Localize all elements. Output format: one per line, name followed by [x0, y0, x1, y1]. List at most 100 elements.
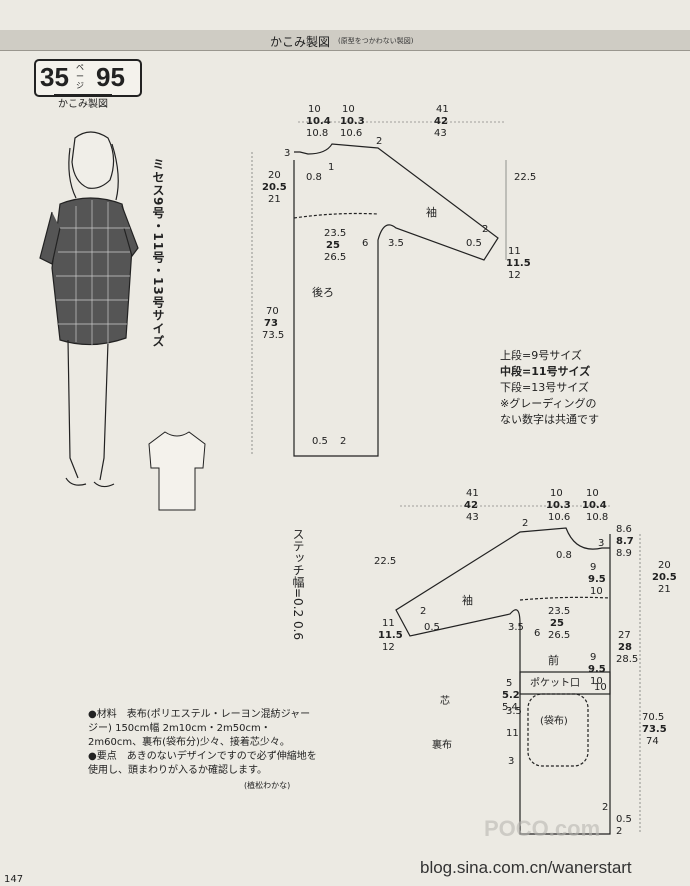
front-dim-3b: 3	[508, 756, 514, 767]
front-sleeve-width-l: 43	[466, 512, 479, 523]
front-neck-width-m: 10.4	[582, 500, 607, 511]
back-length-l: 73.5	[262, 330, 284, 341]
front-yoke-l: 10	[590, 586, 603, 597]
back-dim-1: 1	[328, 162, 334, 173]
front-yoke2-l: 10	[590, 676, 603, 687]
legend-line-size9: 上段=9号サイズ	[500, 349, 582, 362]
back-shoulder-width-s: 10	[342, 104, 355, 115]
front-armhole-s: 20	[658, 560, 671, 571]
front-sleeve-label: 袖	[462, 593, 473, 607]
legend-note-2: ない数字は共通です	[500, 413, 599, 426]
back-dim-3: 3	[284, 148, 290, 159]
front-side-s: 27	[618, 630, 631, 641]
front-dim-3: 3	[598, 538, 604, 549]
page-reference-label: かこみ製図	[54, 94, 112, 110]
header-title: かこみ製図	[270, 35, 331, 49]
back-sleeve-width-s: 41	[436, 104, 449, 115]
front-sleeve-width-m: 42	[464, 500, 478, 511]
front-neck-depth-s: 8.6	[616, 524, 632, 535]
back-length-m: 73	[264, 318, 278, 329]
front-dim-hem-2: 2	[602, 802, 608, 813]
blog-watermark: blog.sina.com.cn/wanerstart	[420, 858, 632, 877]
front-pocket-l: 5.4	[502, 702, 518, 713]
front-shoulder-width-m: 10.3	[546, 500, 571, 511]
front-cuff-m: 11.5	[378, 630, 403, 641]
size-legend: 上段=9号サイズ 中段=11号サイズ 下段=13号サイズ ※グレーディングの な…	[500, 348, 599, 428]
front-dim-11: 11	[506, 728, 519, 739]
poco-watermark: POCO.com	[484, 816, 601, 841]
front-yoke-m: 9.5	[588, 574, 606, 585]
front-side-l: 28.5	[616, 654, 638, 665]
front-dim-2b: 2	[420, 606, 426, 617]
front-pattern-outline	[395, 527, 611, 835]
front-shoulder-width-l: 10.6	[548, 512, 570, 523]
back-dim-hem-2: 2	[340, 436, 346, 447]
front-cuff-s: 11	[382, 618, 395, 629]
front-armhole-m: 20.5	[652, 572, 677, 583]
back-cuff-m: 11.5	[506, 258, 531, 269]
stitch-width-label: ステッチ幅=0.2 0.6	[291, 528, 305, 641]
back-cuff-l: 12	[508, 270, 521, 281]
front-dim-0-5: 0.5	[424, 622, 440, 633]
back-bust-s: 23.5	[324, 228, 346, 239]
back-armhole-l: 21	[268, 194, 281, 205]
front-shoulder-width-s: 10	[550, 488, 563, 499]
front-dim-hem-2b: 2	[616, 826, 622, 837]
back-shoulder-width-m: 10.3	[340, 116, 365, 127]
back-pattern-outline	[293, 143, 499, 457]
garment-flat-sketch	[148, 431, 206, 511]
back-label: 後ろ	[312, 285, 334, 299]
front-yoke2-s: 9	[590, 652, 596, 663]
back-dim-22-5: 22.5	[514, 172, 536, 183]
front-pocket-s: 5	[506, 678, 512, 689]
front-dim-hem-0-5: 0.5	[616, 814, 632, 825]
front-cuff-l: 12	[382, 642, 395, 653]
legend-line-size11: 中段=11号サイズ	[500, 365, 591, 378]
back-dim-2b: 2	[482, 224, 488, 235]
page-number: 147	[4, 874, 24, 885]
back-cuff-s: 11	[508, 246, 521, 257]
back-armhole-m: 20.5	[262, 182, 287, 193]
header-bar	[0, 30, 690, 51]
back-dim-6: 6	[362, 238, 368, 249]
front-neck-depth-l: 8.9	[616, 548, 632, 559]
item-number: 95	[96, 62, 125, 92]
back-bust-l: 26.5	[324, 252, 346, 263]
materials-notes: ●材料 表布(ポリエステル・レーヨン混紡ジャージー) 150cm幅 2m10cm…	[88, 708, 318, 778]
back-neck-width-l: 10.8	[306, 128, 328, 139]
front-neck-width-l: 10.8	[586, 512, 608, 523]
back-sleeve-width-l: 43	[434, 128, 447, 139]
front-label: 前	[548, 653, 559, 667]
front-armhole-l: 21	[658, 584, 671, 595]
page-reference-number: 35	[40, 62, 69, 92]
legend-note-1: ※グレーディングの	[500, 397, 597, 410]
front-sleeve-width-s: 41	[466, 488, 479, 499]
key-points-line: ●要点 あきのないデザインですので必ず伸縮地を使用し、頭まわりが入るか確認します…	[88, 751, 317, 776]
back-dim-0-8: 0.8	[306, 172, 322, 183]
front-dim-10: 10	[594, 682, 607, 693]
front-neck-depth-m: 8.7	[616, 536, 634, 547]
front-pocket-m: 5.2	[502, 690, 520, 701]
back-neck-width-s: 10	[308, 104, 321, 115]
front-neck-width-s: 10	[586, 488, 599, 499]
front-dim-0-8: 0.8	[556, 550, 572, 561]
back-dim-2: 2	[376, 136, 382, 147]
pocket-mouth-label: ポケット口	[530, 677, 580, 689]
front-length-l: 74	[646, 736, 659, 747]
header-subtitle: (原型をつかわない製図)	[338, 37, 414, 45]
back-dim-0-5: 0.5	[466, 238, 482, 249]
back-dim-hem-0-5: 0.5	[312, 436, 328, 447]
back-shoulder-width-l: 10.6	[340, 128, 362, 139]
front-dim-3-5: 3.5	[508, 622, 524, 633]
front-dim-22-5: 22.5	[374, 556, 396, 567]
back-neck-width-m: 10.4	[306, 116, 331, 127]
front-dim-6: 6	[534, 628, 540, 639]
front-dim-3-5b: 3.5	[506, 706, 522, 717]
back-dim-3-5: 3.5	[388, 238, 404, 249]
interfacing-label: 芯	[440, 694, 450, 707]
front-yoke2-m: 9.5	[588, 664, 606, 675]
front-yoke-s: 9	[590, 562, 596, 573]
front-length-m: 73.5	[642, 724, 667, 735]
front-pattern-diagram: 41 42 43 10 10.3 10.6 10 10.4 10.8 8.6 8…	[374, 488, 677, 837]
